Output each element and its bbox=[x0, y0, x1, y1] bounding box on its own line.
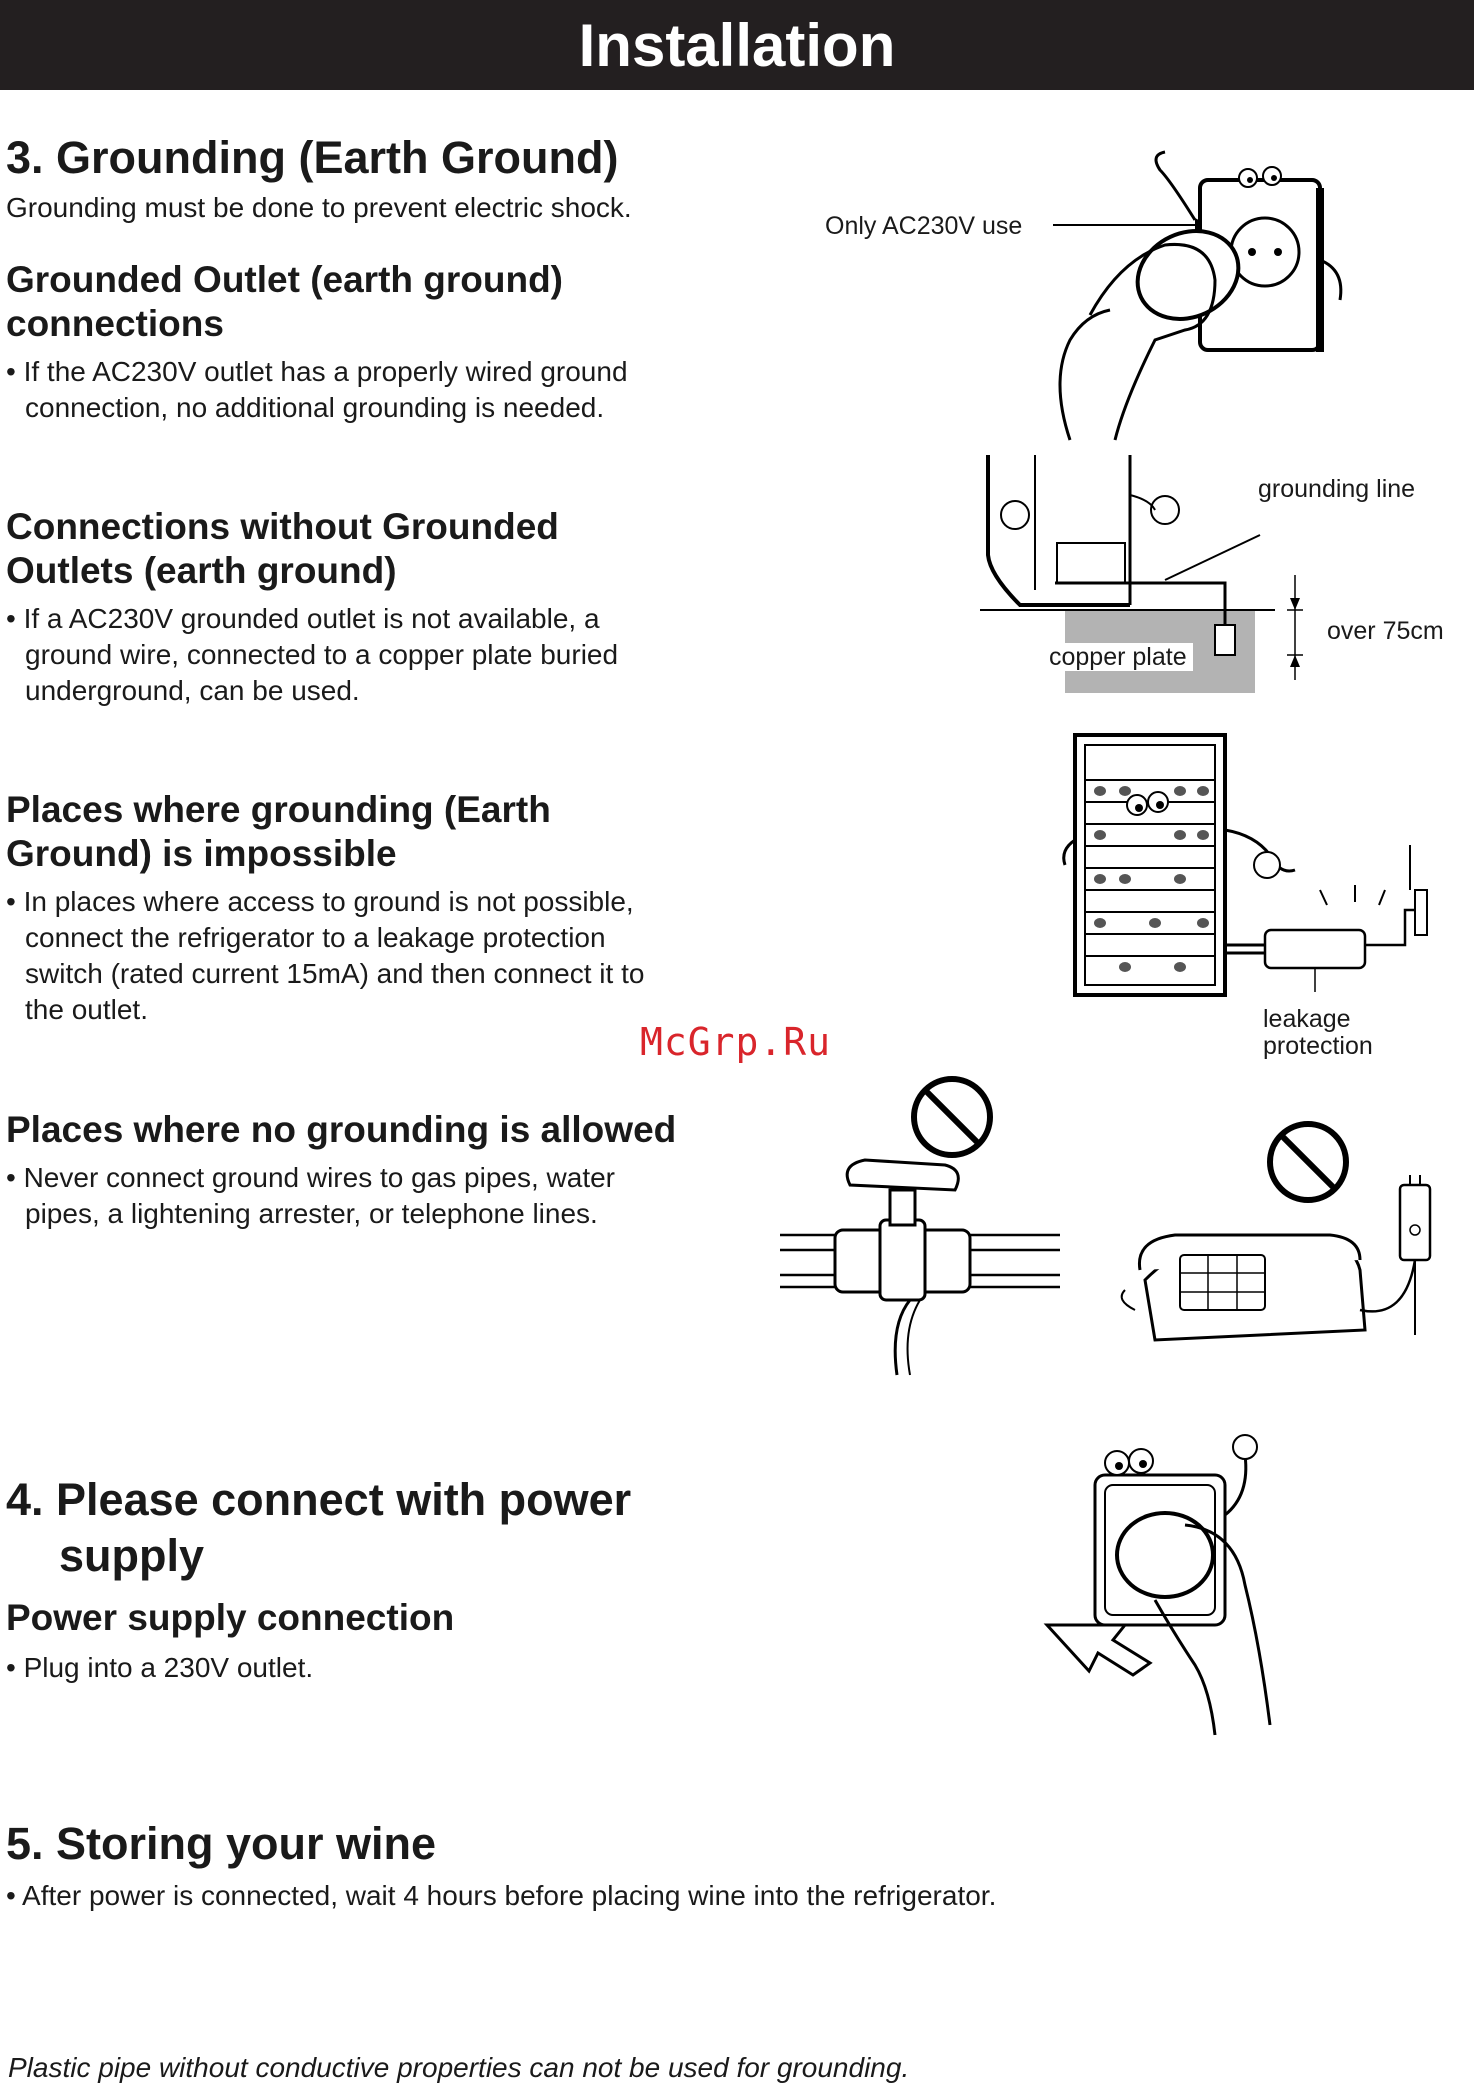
impossible-bullet-1: • In places where access to ground is no… bbox=[6, 886, 634, 917]
wine-refrigerator-icon bbox=[1062, 733, 1428, 997]
section-5-title: 5. Storing your wine bbox=[6, 1818, 437, 1869]
section-3: 3. Grounding (Earth Ground) Grounding mu… bbox=[6, 130, 632, 226]
grounded-outlet-bullet-1: • If the AC230V outlet has a properly wi… bbox=[6, 356, 628, 387]
pipe-figure bbox=[780, 1075, 1070, 1380]
telephone-figure bbox=[1115, 1120, 1445, 1342]
section-3-title: 3. Grounding (Earth Ground) bbox=[6, 132, 619, 183]
arrow-icon bbox=[1043, 1434, 1272, 1736]
not-allowed-bullet-1: • Never connect ground wires to gas pipe… bbox=[6, 1162, 615, 1193]
copper-plate-label: copper plate bbox=[1045, 643, 1193, 671]
grounded-outlet-block: Grounded Outlet (earth ground) connectio… bbox=[6, 258, 628, 426]
pipe-icon bbox=[780, 1076, 1060, 1376]
leakage-label-2: protection bbox=[1263, 1032, 1373, 1060]
telephone-icon bbox=[1120, 1121, 1432, 1342]
leakage-label-1: leakage bbox=[1263, 1005, 1351, 1033]
leakage-figure: leakage protection bbox=[1055, 730, 1455, 1070]
not-allowed-heading: Places where no grounding is allowed bbox=[6, 1109, 677, 1150]
without-grounded-bullet-1: • If a AC230V grounded outlet is not ava… bbox=[6, 603, 600, 634]
grounded-outlet-heading-2: connections bbox=[6, 303, 224, 344]
section-5-bullet: • After power is connected, wait 4 hours… bbox=[6, 1880, 997, 1911]
without-grounded-heading-1: Connections without Grounded bbox=[6, 506, 559, 547]
grounded-outlet-bullet-2: connection, no additional grounding is n… bbox=[25, 392, 605, 423]
depth-label: over 75cm bbox=[1327, 617, 1444, 645]
impossible-heading-1: Places where grounding (Earth bbox=[6, 789, 551, 830]
without-grounded-bullet-3: underground, can be used. bbox=[25, 675, 360, 706]
section-3-intro: Grounding must be done to prevent electr… bbox=[6, 192, 632, 223]
outlet-label: Only AC230V use bbox=[825, 212, 1023, 240]
grounding-line-label: grounding line bbox=[1258, 475, 1416, 503]
not-allowed-block: Places where no grounding is allowed • N… bbox=[6, 1108, 676, 1232]
page-title: Installation bbox=[578, 12, 896, 79]
impossible-heading-2: Ground) is impossible bbox=[6, 833, 397, 874]
watermark: McGrp.Ru bbox=[640, 1020, 832, 1064]
impossible-bullet-3: switch (rated current 15mA) and then con… bbox=[25, 958, 645, 989]
section-4-bullet: • Plug into a 230V outlet. bbox=[6, 1652, 314, 1683]
without-grounded-bullet-2: ground wire, connected to a copper plate… bbox=[25, 639, 619, 670]
grounded-outlet-heading-1: Grounded Outlet (earth ground) bbox=[6, 259, 564, 300]
section-4-title-1: 4. Please connect with power bbox=[6, 1474, 632, 1525]
footnote: Plastic pipe without conductive properti… bbox=[8, 2052, 910, 2083]
header-banner: Installation bbox=[0, 0, 1474, 90]
section-4: 4. Please connect with power supply Powe… bbox=[6, 1472, 631, 1686]
not-allowed-bullet-2: pipes, a lightening arrester, or telepho… bbox=[25, 1198, 598, 1229]
impossible-bullet-2: connect the refrigerator to a leakage pr… bbox=[25, 922, 606, 953]
section-4-title-2: supply bbox=[59, 1530, 205, 1581]
without-grounded-heading-2: Outlets (earth ground) bbox=[6, 550, 397, 591]
without-grounded-block: Connections without Grounded Outlets (ea… bbox=[6, 505, 618, 709]
outlet-icon bbox=[1053, 150, 1343, 441]
outlet-figure: Only AC230V use bbox=[820, 140, 1343, 441]
section-4-subheading: Power supply connection bbox=[6, 1597, 455, 1638]
impossible-block: Places where grounding (Earth Ground) is… bbox=[6, 788, 644, 1028]
section-5: 5. Storing your wine • After power is co… bbox=[6, 1816, 996, 1914]
plug-in-figure bbox=[1043, 1434, 1285, 1736]
impossible-bullet-4: the outlet. bbox=[25, 994, 148, 1025]
copper-plate-figure: grounding line copper plate over 75cm bbox=[980, 455, 1455, 695]
